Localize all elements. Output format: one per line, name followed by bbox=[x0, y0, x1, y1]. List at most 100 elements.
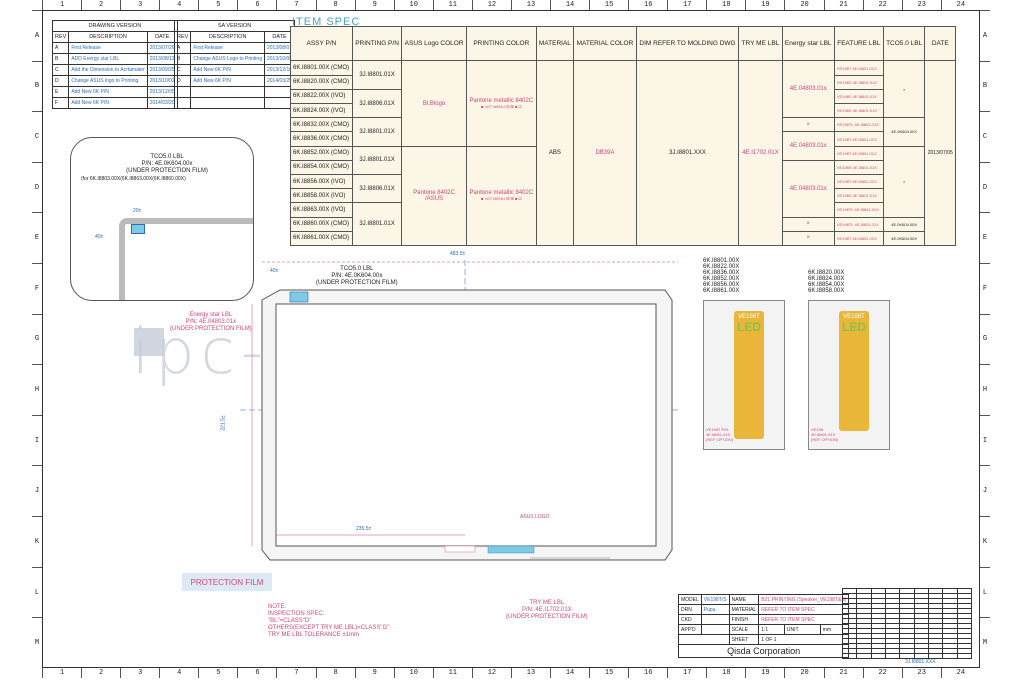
ruler-number: 8 bbox=[315, 0, 355, 10]
assy-pn: 6K.I8856.00X (IVO) bbox=[290, 173, 353, 190]
feature-sticker-left: VE198T LED bbox=[734, 311, 764, 439]
ruler-number: 16 bbox=[628, 668, 667, 678]
table-cell bbox=[190, 97, 265, 109]
table-cell: ADD Energy star LBL bbox=[68, 53, 148, 65]
ruler-letter: I bbox=[980, 414, 990, 466]
note-title: NOTE: bbox=[268, 604, 287, 610]
table-cell: 2013/07/26 bbox=[146, 42, 178, 54]
detail-tco-pn: P/N: 4E.0K604.00x bbox=[141, 161, 193, 167]
ruler-letter: A bbox=[980, 10, 990, 61]
energy-lbl: × bbox=[781, 117, 835, 133]
table-cell: First Release bbox=[68, 42, 148, 54]
logo-color: Pantone 8402C/ASUS bbox=[401, 145, 467, 247]
unit-label: UNIT bbox=[783, 624, 821, 635]
ruler-letter: J bbox=[980, 465, 990, 516]
energy-lbl: × bbox=[781, 230, 835, 247]
ruler-number: 14 bbox=[550, 0, 589, 10]
note-line-1: INSPECTION SPEC: bbox=[268, 611, 325, 617]
feature-lbl: VE198T 4E.I8801.01X bbox=[833, 145, 884, 161]
company-name: Qisda Corporation bbox=[677, 644, 850, 658]
assy-pn: 6K.I8854.00X (CMO) bbox=[290, 159, 353, 175]
assy-pn: 6K.I8863.00X (IVO) bbox=[290, 202, 353, 218]
table-cell: Change ASUS logo to Printing bbox=[68, 75, 148, 87]
assy-pn: 6K.I8861.00X (CMO) bbox=[290, 230, 353, 247]
logo-color: Bl.Blogo bbox=[401, 60, 467, 147]
ruler-number: 18 bbox=[706, 668, 745, 678]
sticker-led: LED bbox=[737, 320, 761, 334]
feature-lbl: VE198TL 4E.I8801.01X bbox=[833, 117, 884, 133]
sticker-led: LED bbox=[842, 320, 866, 334]
assy-pn: 6K.I8801.00X (CMO) bbox=[290, 60, 353, 76]
left-caption: VE198T P/N: 4E.I8801.01X (REF OPTION) bbox=[706, 427, 734, 442]
ruler-number: 4 bbox=[159, 668, 198, 678]
printing-pn: 3J.I8806.01X bbox=[351, 173, 403, 204]
feature-label-view-left: VE198T LED VE198T P/N: 4E.I8801.01X (REF… bbox=[703, 300, 785, 450]
try-me: 4E.I1702.01X bbox=[738, 60, 783, 246]
spec-header: PRINTING P/N bbox=[351, 25, 403, 62]
bezel-drawing bbox=[240, 260, 680, 561]
table-cell: 2013/12/05 bbox=[146, 86, 178, 98]
energy-lbl: 4E.04803.01x bbox=[781, 131, 835, 161]
spec-date: 2013/07/05 bbox=[924, 60, 956, 246]
table-cell: 2013/08/12 bbox=[146, 53, 178, 65]
printing-color-icons: ■ ⊲/▽ MENU ⊡/⊞ ■ ⏻ bbox=[480, 196, 522, 202]
feature-lbl: VE198S 4E.I8801.01X bbox=[833, 74, 884, 90]
feature-lbl: VE198T 4E.I8801.01X bbox=[833, 230, 884, 247]
try-note: (UNDER PROTECTION FILM) bbox=[506, 614, 588, 620]
name-label: NAME bbox=[728, 594, 760, 605]
table-cell: A bbox=[173, 42, 192, 54]
spec-header: DIM REFER TO MOLDING DWG bbox=[635, 25, 740, 62]
assy-pn: 6K.I8824.00X (IVO) bbox=[290, 103, 353, 119]
sa-version-title: SA VERSION bbox=[173, 20, 296, 32]
table-row bbox=[173, 97, 296, 109]
protection-film-label: PROTECTION FILM bbox=[182, 573, 272, 591]
ruler-number: 21 bbox=[823, 668, 863, 678]
ruler-number: 6 bbox=[237, 668, 276, 678]
ruler-number: 20 bbox=[784, 668, 823, 678]
assy-pn: 6K.I8836.00X (CMO) bbox=[290, 131, 353, 147]
ruler-number: 9 bbox=[354, 0, 394, 10]
ruler-letter: I bbox=[32, 414, 42, 466]
note-line-2: "BL"=CLASS"D" bbox=[268, 618, 312, 624]
ruler-number: 11 bbox=[432, 0, 472, 10]
ruler-number: 23 bbox=[901, 0, 941, 10]
table-cell: Add the Dimension to Acrtamater bbox=[68, 64, 148, 76]
col-description: DESCRIPTION bbox=[68, 31, 148, 43]
ruler-number: 1 bbox=[42, 668, 81, 678]
printing-color: Pantone metallic 8402C■ ⊲/▽ MENU ⊡/⊞ ■ ⏻ bbox=[465, 60, 537, 147]
table-cell: 2013/10/02 bbox=[146, 75, 178, 87]
ruler-number: 13 bbox=[510, 0, 550, 10]
ruler-number: 15 bbox=[589, 668, 628, 678]
feature-list-item: 6K.I8858.00X bbox=[808, 288, 845, 294]
printing-pn: 3J.I8801.01X bbox=[351, 117, 403, 147]
dwg-number: 3J.I8801.XXX bbox=[905, 659, 936, 665]
note-line-3: OTHERS(EXCEPT TRY ME LBL)=CLASS"G" bbox=[268, 625, 390, 631]
ruler-letter: G bbox=[980, 313, 990, 365]
spec-header: MATERIAL COLOR bbox=[573, 25, 637, 62]
grid-cell bbox=[913, 653, 929, 659]
ruler-letter: A bbox=[32, 10, 42, 61]
feature-label-view-right: VE198T LED VE198 4E.I8801.01X (REF OPTIO… bbox=[808, 300, 890, 450]
material-label: MATERIAL bbox=[728, 604, 760, 615]
ruler-number: 14 bbox=[550, 668, 589, 678]
ruler-number: 17 bbox=[667, 668, 706, 678]
ruler-number: 7 bbox=[276, 0, 315, 10]
printing-color-icons: ■ ⊲/▽ MENU ⊡/⊞ ■ ⏻ bbox=[480, 104, 522, 110]
ruler-number: 12 bbox=[471, 0, 511, 10]
watermark-logo bbox=[134, 328, 164, 356]
ruler-number: 5 bbox=[198, 668, 237, 678]
feature-list-item: 6K.I8820.00X bbox=[808, 270, 845, 276]
table-cell bbox=[173, 97, 192, 109]
ruler-letter: H bbox=[980, 364, 990, 415]
sheet-value: 1 OF 1 bbox=[758, 634, 850, 645]
